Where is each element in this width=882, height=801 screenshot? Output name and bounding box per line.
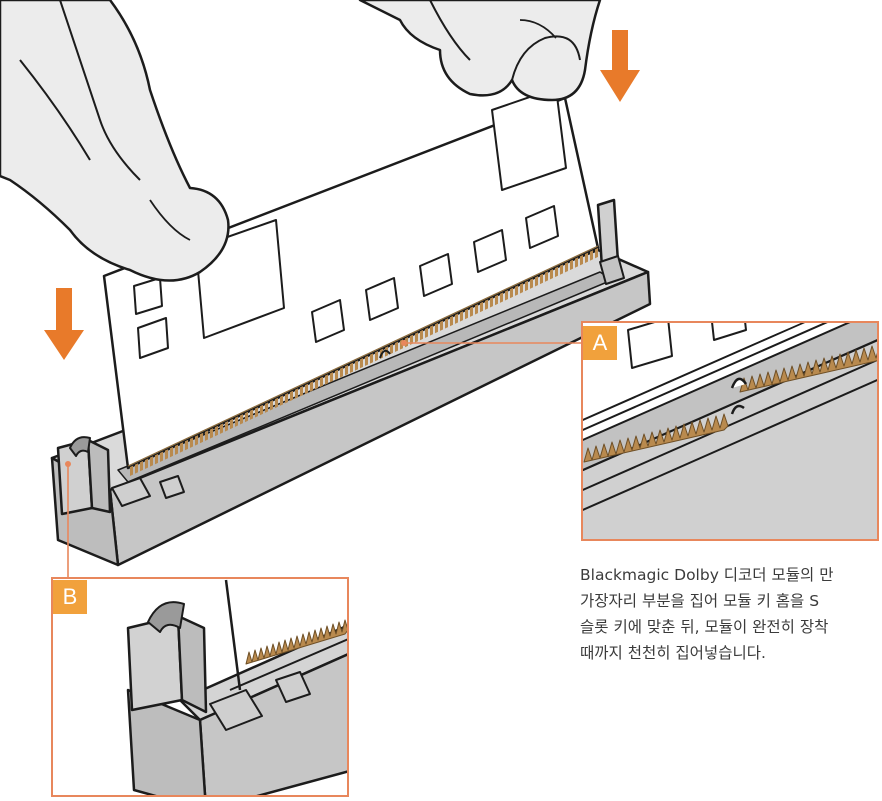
decoder-module bbox=[102, 87, 600, 476]
callout-label-a: A bbox=[592, 330, 608, 355]
detail-panel-b bbox=[51, 577, 349, 797]
caption-line: 슬롯 키에 맞춘 뒤, 모듈이 완전히 장착 bbox=[580, 618, 829, 636]
caption-line: 가장자리 부분을 집어 모듈 키 홈을 S bbox=[580, 592, 820, 610]
callout-badge-b-bg bbox=[53, 580, 87, 614]
instruction-caption: Blackmagic Dolby 디코더 모듈의 만 가장자리 부분을 집어 모… bbox=[580, 562, 882, 666]
down-arrow-icon bbox=[600, 30, 640, 102]
gloved-hands bbox=[0, 0, 602, 282]
callout-label-b: B bbox=[62, 584, 78, 609]
caption-line: Blackmagic Dolby 디코더 모듈의 만 bbox=[580, 566, 834, 584]
caption-line: 때까지 천천히 집어넣습니다. bbox=[580, 644, 766, 662]
down-arrow-icon bbox=[44, 288, 84, 360]
callout-lines bbox=[65, 340, 582, 578]
detail-panel-a bbox=[581, 321, 879, 541]
callout-badge-a-bg bbox=[583, 326, 617, 360]
